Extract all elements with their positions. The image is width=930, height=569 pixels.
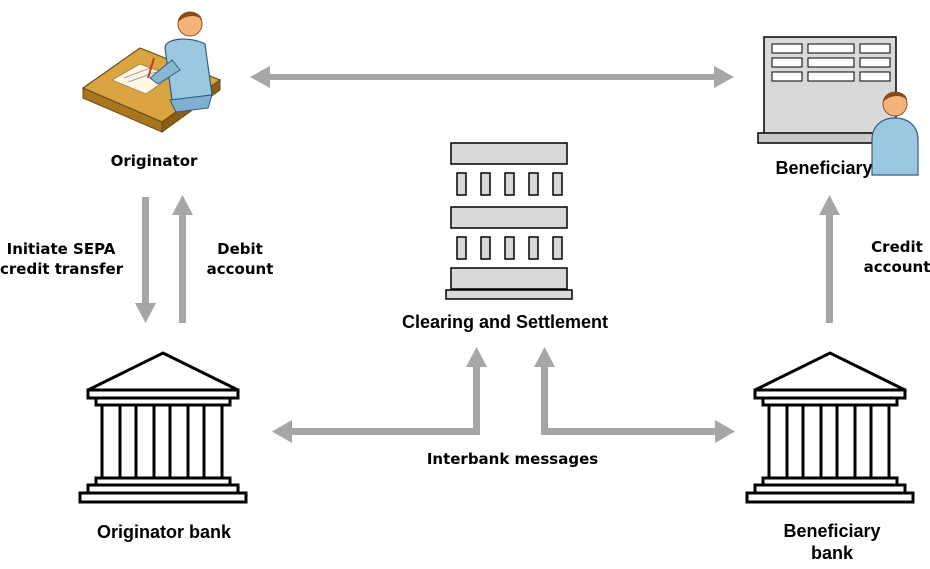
credit-label: Credit account [855,238,930,277]
bank-building-icon [745,351,915,504]
credit-line1: Credit [871,238,923,256]
interbank-label: Interbank messages [426,450,599,468]
beneficiary-label: Beneficiary [775,158,873,178]
initiate-line2: credit transfer [0,259,124,278]
person-with-form-icon [757,36,919,176]
beneficiary-bank-label: Beneficiary bank [767,521,897,564]
beneficiary-bank-line1: Beneficiary [783,521,881,541]
interbank-right-arrow [534,347,735,443]
credit-line2: account [863,257,930,276]
originator-label: Originator [110,152,198,170]
originator-beneficiary-arrow [250,66,734,88]
beneficiary-bank-line2: bank [810,542,853,563]
initiate-line1: Initiate SEPA [6,240,116,258]
initiate-label: Initiate SEPA credit transfer [0,240,124,279]
debit-line2: account [206,259,274,278]
initiate-arrow [135,197,156,323]
interbank-left-arrow [272,347,487,443]
bank-building-icon [78,351,248,504]
debit-label: Debit account [198,240,282,279]
originator-bank-label: Originator bank [96,522,231,542]
credit-arrow [819,195,840,323]
debit-arrow [172,195,193,323]
person-at-desk-icon [81,11,222,133]
arrows [135,66,840,443]
server-columns-icon [445,142,573,300]
clearing-label: Clearing and Settlement [401,312,609,332]
debit-line1: Debit [217,240,263,258]
